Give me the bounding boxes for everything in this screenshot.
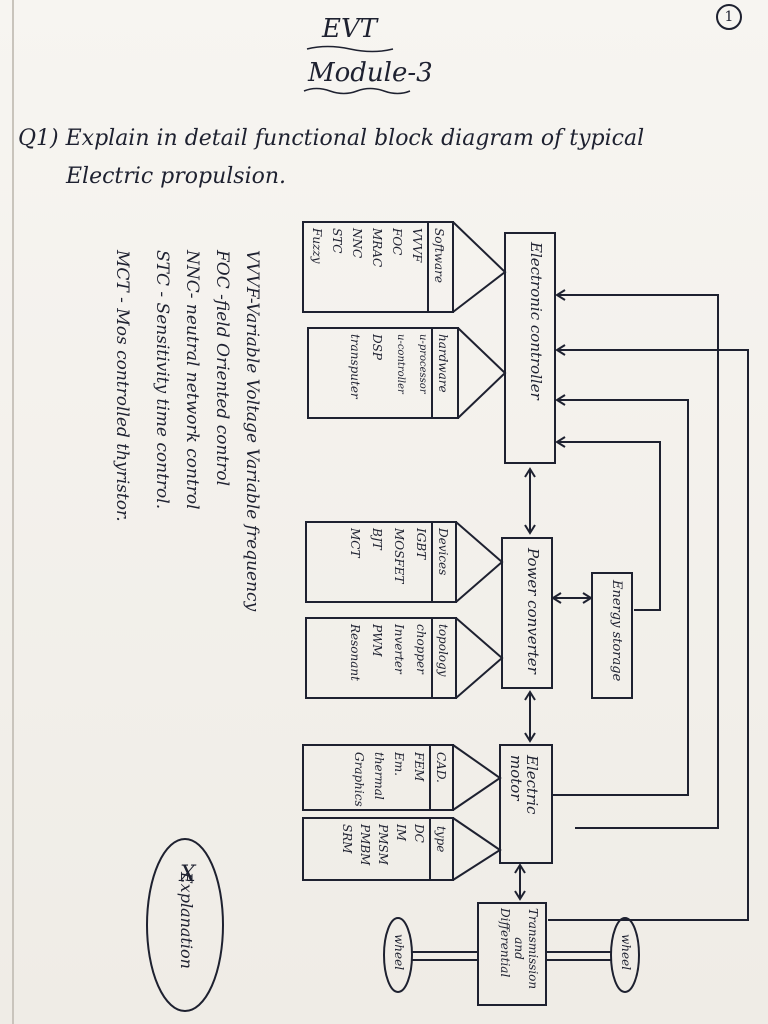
hardware-header: hardware: [436, 334, 450, 393]
explanation-stamp-outline: [146, 838, 224, 1012]
software-header: Software: [432, 228, 446, 283]
topology-item: chopper: [414, 624, 428, 674]
hardware-item: DSP: [370, 334, 384, 360]
transmission-line-3: Differential: [498, 908, 512, 978]
transmission-line-2: and: [512, 937, 526, 960]
wheel-left-label: wheel: [392, 934, 406, 971]
abbreviation-nnc: NNC- neutral network control: [182, 250, 202, 510]
cad-item: Graphics: [352, 752, 366, 807]
wheel-right: [610, 917, 640, 993]
module-underline: [303, 87, 411, 95]
abbreviation-mct: MCT - Mos controlled thyristor.: [112, 250, 132, 522]
hardware-item: u-processor: [417, 334, 428, 394]
topology-item: Resonant: [348, 624, 362, 681]
devices-box: [305, 521, 457, 603]
module-heading: Module-3: [308, 58, 433, 88]
topology-box: [305, 617, 457, 699]
type-item: PMSM: [376, 824, 390, 865]
type-header: type: [434, 826, 448, 853]
abbreviation-vvvf: VVVF-Variable Voltage Variable frequency: [242, 250, 262, 612]
type-item: IM: [394, 824, 408, 842]
software-item: MRAC: [370, 228, 384, 268]
software-item: STC: [330, 228, 344, 254]
devices-item: BJT: [370, 528, 384, 550]
type-box: [302, 817, 454, 881]
hardware-item: transputer: [348, 334, 362, 399]
electronic-controller-label: Electronic controller: [527, 242, 545, 400]
electronic-controller-box: [504, 232, 556, 464]
wheel-left: [383, 917, 413, 993]
transmission-line-1: Transmission: [526, 908, 540, 990]
topology-header: topology: [436, 624, 450, 677]
cad-box: [302, 744, 454, 811]
devices-item: MOSFET: [392, 528, 406, 584]
devices-item: MCT: [348, 528, 362, 558]
electric-motor-label: Electric motor: [507, 755, 541, 815]
software-item: NNC: [350, 228, 364, 259]
hardware-box: [307, 327, 459, 419]
abbreviation-stc: STC - Sensitivity time control.: [152, 250, 172, 510]
page-number: 1: [716, 4, 742, 30]
software-item: VVVF: [410, 228, 424, 263]
page-margin-line: [12, 0, 14, 1024]
question-line-1: Q1) Explain in detail functional block d…: [18, 126, 645, 151]
topology-item: PWM: [370, 624, 384, 657]
hardware-item: u-controller: [395, 334, 406, 394]
energy-storage-box: [591, 572, 633, 699]
transmission-label: Transmission and Differential: [498, 908, 540, 989]
power-converter-box: [501, 537, 553, 689]
transmission-box: [477, 902, 547, 1006]
topology-item: Inverter: [392, 624, 406, 674]
cad-item: FEM: [412, 752, 426, 782]
cad-item: Em.: [392, 752, 406, 776]
type-item: DC: [412, 824, 426, 843]
software-item: Fuzzy: [310, 228, 324, 264]
title-underline: [306, 45, 394, 53]
energy-storage-label: Energy storage: [609, 580, 624, 682]
cad-item: thermal: [372, 752, 386, 800]
cad-header: CAD.: [434, 752, 448, 783]
power-converter-label: Power converter: [524, 548, 542, 674]
abbreviation-foc: FOC -field Oriented control: [212, 250, 232, 487]
devices-header: Devices: [436, 528, 450, 576]
software-box: [302, 221, 454, 313]
wheel-right-label: wheel: [619, 934, 633, 971]
type-item: PMBM: [358, 824, 372, 866]
type-item: SRM: [340, 824, 354, 854]
question-line-2: Electric propulsion.: [66, 164, 287, 189]
electric-motor-box: [499, 744, 553, 864]
devices-item: IGBT: [414, 528, 428, 560]
page-title: EVT: [322, 14, 378, 44]
stamp-text: Explanation: [177, 872, 196, 969]
software-item: FOC: [390, 228, 404, 256]
stamp-x-mark: X: [180, 862, 196, 887]
